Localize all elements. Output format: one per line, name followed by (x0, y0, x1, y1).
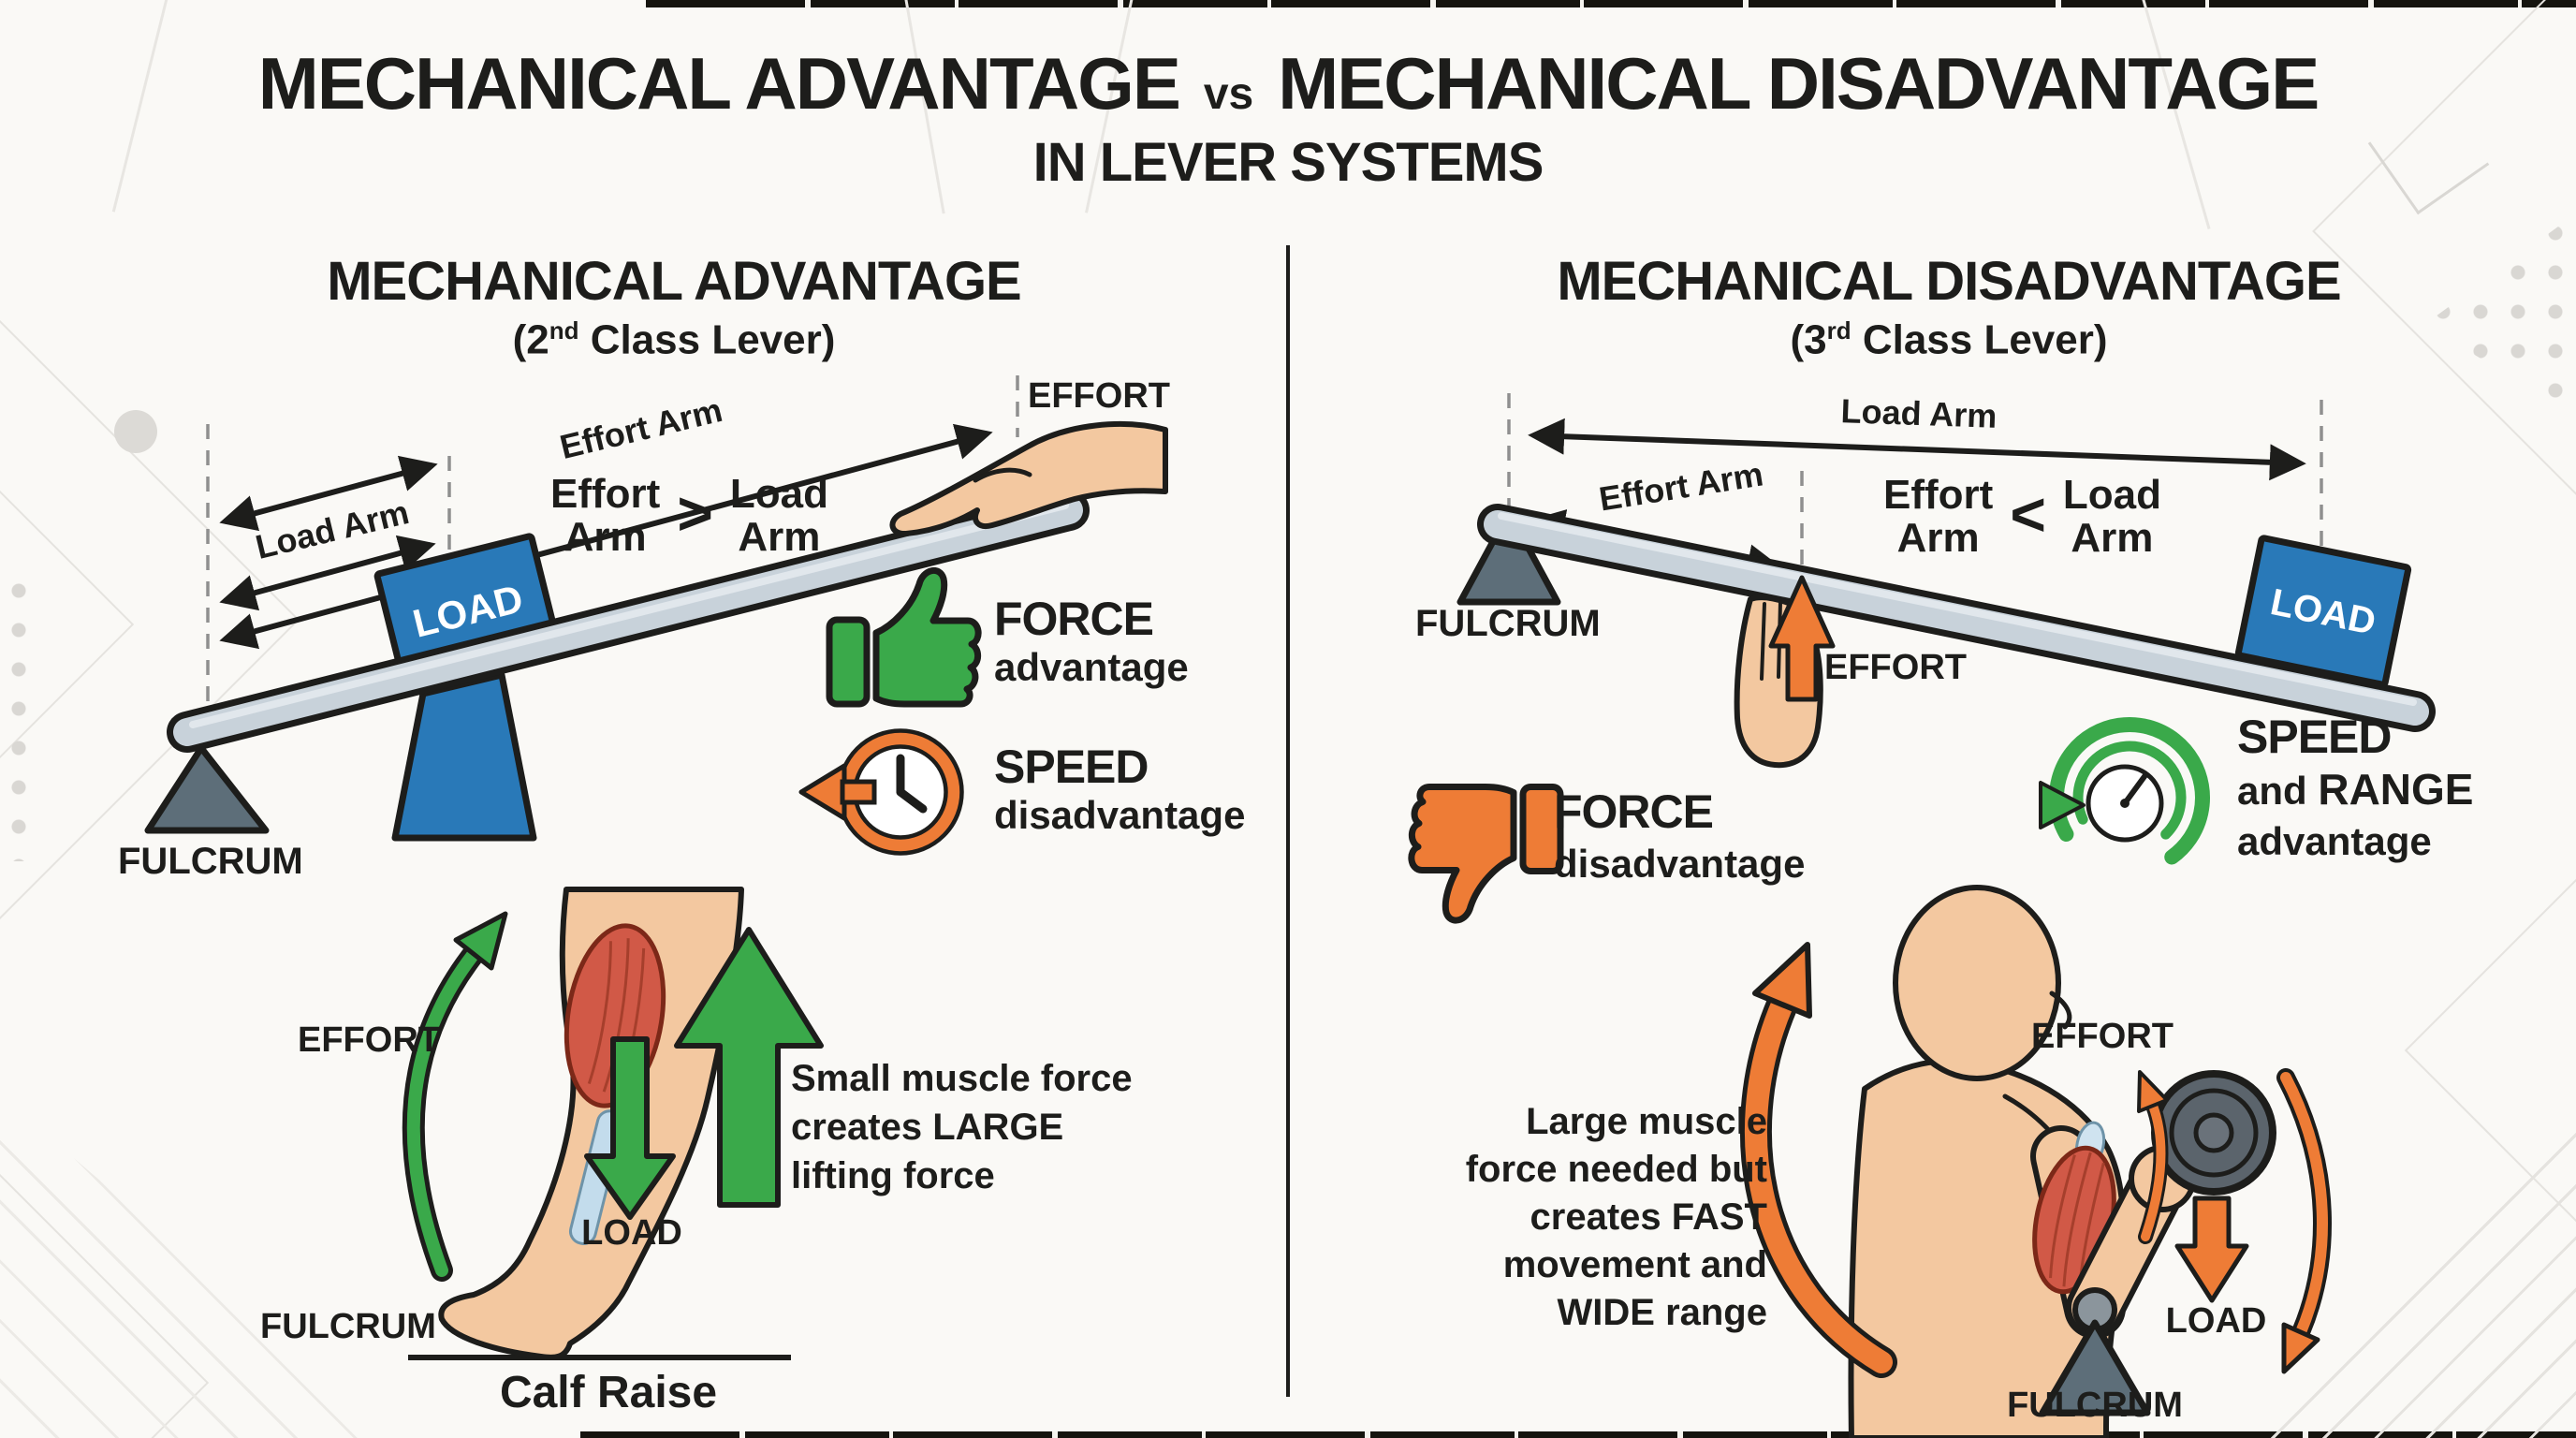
example-caption: Calf Raise (499, 1368, 718, 1417)
comparison-word: Effort (1883, 472, 1994, 518)
comparison-word: Load (2062, 472, 2161, 518)
comparison-word: Arm (738, 513, 821, 560)
lever-class-prefix: (2 (512, 316, 549, 363)
calf-raise-figure (402, 887, 824, 1360)
fulcrum-label: FULCRUM (1415, 603, 1601, 644)
right-panel-heading: MECHANICAL DISADVANTAGE (1557, 251, 2341, 312)
comparison-word: Arm (1896, 514, 1980, 561)
load-down-arrow (584, 1036, 676, 1220)
speed-outcome-subtitle: disadvantage (994, 793, 1246, 837)
background-decoration (0, 571, 39, 861)
example-effort-label: EFFORT (298, 1020, 440, 1060)
example-load-label: LOAD (581, 1213, 682, 1253)
effort-curve-arrow (402, 911, 508, 1282)
title-left-part: MECHANICAL ADVANTAGE (257, 42, 1181, 125)
fulcrum-triangle (1456, 508, 1561, 606)
note-line: Large muscle (1526, 1101, 1767, 1142)
load-curve-arrow (2276, 1068, 2332, 1374)
lever-class-ordinal: nd (549, 316, 579, 345)
effort-curve-arrow (2137, 1070, 2169, 1244)
thumbs-up-icon (826, 567, 982, 708)
note-line: creates LARGE (791, 1107, 1064, 1148)
big-effort-curve-arrow (1739, 942, 1897, 1378)
note-line: WIDE range (1557, 1292, 1767, 1333)
clock-rewind-icon (798, 728, 964, 856)
right-panel-subheading: (3rd Class Lever) (1322, 318, 2576, 361)
left-panel-heading: MECHANICAL ADVANTAGE (327, 251, 1022, 312)
load-block: LOAD (2234, 535, 2412, 688)
note-line: movement and (1502, 1244, 1767, 1285)
force-outcome-title: FORCE (994, 593, 1154, 645)
thumbs-down-icon (1408, 784, 1564, 924)
fulcrum-label: FULCRUM (118, 841, 303, 882)
lift-up-arrow (674, 927, 824, 1208)
head (1893, 885, 2061, 1081)
comparison-operator: > (677, 477, 713, 548)
top-edge-bar (646, 0, 2576, 7)
lever-bar (1477, 504, 2436, 732)
title-right-part: MECHANICAL DISADVANTAGE (1278, 42, 2320, 125)
example-fulcrum-label: FULCRUM (2007, 1386, 2183, 1425)
lever-class-ordinal: rd (1826, 316, 1852, 345)
bottom-edge-bar (580, 1431, 2576, 1438)
comparison-word: Arm (2071, 514, 2154, 561)
fulcrum-triangle (144, 744, 270, 834)
speed-outcome-title: SPEED (2237, 711, 2393, 763)
speed-outcome-title: SPEED (994, 741, 1149, 793)
title-vs: vs (1203, 69, 1254, 119)
force-outcome-subtitle: disadvantage (1554, 842, 1806, 886)
note-block: Large muscle force needed but creates FA… (1402, 1103, 1767, 1331)
outcome-and: and (2237, 769, 2319, 813)
background-decoration (114, 410, 157, 453)
speed-outcome-subtitle: advantage (2237, 819, 2432, 863)
lever-class-suffix: Class Lever) (1851, 316, 2108, 363)
lever-class-prefix: (3 (1790, 316, 1827, 363)
left-lever-diagram: LOAD (144, 375, 1168, 1360)
load-arm-label: Load Arm (1840, 391, 1998, 435)
note-line: Small muscle force (791, 1058, 1133, 1099)
bicep-curl-figure (1739, 885, 2332, 1438)
load-arm-dimension-arrow-lower (219, 535, 436, 611)
force-outcome-subtitle: advantage (994, 645, 1189, 689)
effort-up-arrow (1768, 575, 1836, 702)
load-pedestal (391, 671, 537, 842)
load-arm-dimension-arrow-upper (219, 455, 438, 532)
force-outcome-title: FORCE (1554, 785, 1714, 838)
comparison-word: Effort (550, 471, 661, 517)
panel-divider (1286, 245, 1290, 1397)
note-line: lifting force (791, 1155, 995, 1196)
page-subtitle: IN LEVER SYSTEMS (1032, 132, 1544, 193)
note-line: creates FAST (1530, 1196, 1767, 1238)
load-down-arrow (2174, 1196, 2249, 1303)
leg (438, 887, 744, 1360)
fulcrum-triangle (2039, 1319, 2151, 1416)
left-panel-subheading: (2nd Class Lever) (94, 318, 1254, 361)
speedometer-icon (2039, 717, 2210, 877)
example-load-label: LOAD (2165, 1301, 2267, 1341)
comparison-word: Arm (564, 513, 647, 560)
example-effort-label: EFFORT (2031, 1017, 2174, 1056)
effort-hand (889, 421, 1168, 536)
lever-class-suffix: Class Lever) (578, 316, 836, 363)
page-title: MECHANICAL ADVANTAGE vs MECHANICAL DISAD… (0, 41, 2576, 126)
speed-outcome-title2: and RANGE (2237, 768, 2473, 811)
note-line: force needed but (1465, 1149, 1767, 1190)
comparison-word: Load (729, 471, 828, 517)
dumbbell-disc (2151, 1070, 2276, 1196)
effort-label: EFFORT (1028, 376, 1170, 416)
right-lever-diagram: LOAD (1456, 393, 2436, 1438)
comparison-operator: < (2010, 478, 2046, 549)
example-fulcrum-label: FULCRUM (260, 1307, 436, 1346)
effort-label: EFFORT (1824, 648, 1967, 687)
load-arm-dimension-arrow (1528, 418, 2306, 481)
outcome-range: RANGE (2318, 765, 2474, 814)
lever-bar (167, 490, 1090, 753)
nose (2049, 990, 2072, 1030)
